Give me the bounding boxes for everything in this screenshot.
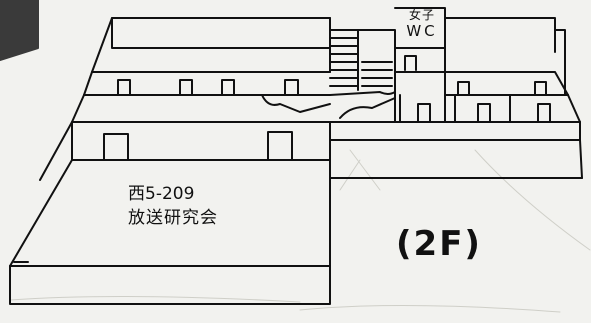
restroom-label-line1: 女子 bbox=[408, 8, 435, 22]
door-icon bbox=[221, 79, 235, 96]
door-icon bbox=[179, 79, 193, 96]
restroom-block bbox=[394, 7, 446, 123]
room-name: 放送研究会 bbox=[128, 208, 218, 228]
door-icon bbox=[477, 103, 491, 123]
door-icon bbox=[417, 103, 431, 123]
door-icon bbox=[404, 55, 417, 71]
door-icon bbox=[537, 103, 551, 123]
right-wing bbox=[329, 94, 583, 179]
second-row bbox=[83, 71, 569, 96]
door-icon bbox=[534, 81, 547, 96]
door-icon bbox=[457, 81, 470, 96]
door-icon bbox=[103, 133, 129, 161]
room-label: 西5-209 放送研究会 bbox=[128, 182, 218, 230]
door-icon bbox=[284, 79, 299, 96]
background-texture bbox=[9, 149, 591, 313]
middle-row bbox=[71, 94, 581, 123]
room-number: 西5-209 bbox=[128, 184, 195, 204]
door-icon bbox=[117, 79, 131, 96]
main-room bbox=[9, 159, 331, 305]
stairwell bbox=[329, 29, 396, 123]
floor-label: (2F) bbox=[396, 224, 482, 264]
back-row bbox=[91, 17, 566, 96]
restroom-label-line2: WC bbox=[406, 22, 438, 40]
door-icon bbox=[267, 131, 293, 161]
front-row bbox=[39, 121, 331, 181]
corner-tab bbox=[0, 0, 39, 61]
door-icons bbox=[103, 55, 551, 161]
